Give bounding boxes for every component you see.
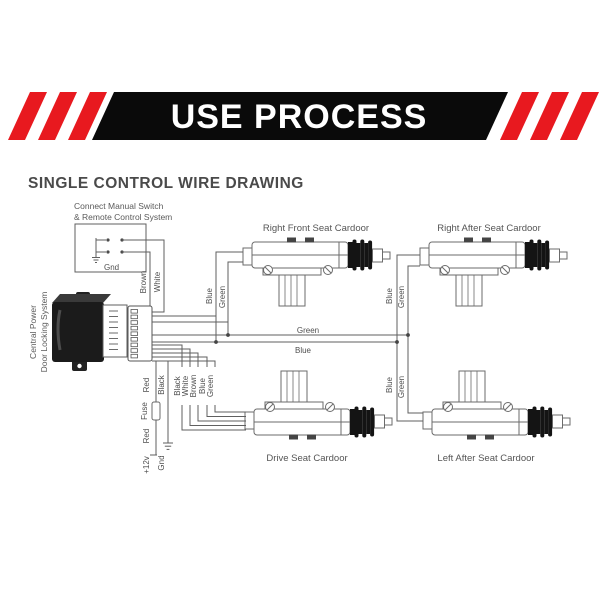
wire-blue-bus-label: Blue xyxy=(295,346,312,355)
actuator-right-front-label: Right Front Seat Cardoor xyxy=(263,223,369,234)
central-unit-body xyxy=(52,302,104,362)
wire-blue-drive-label: Blue xyxy=(198,377,207,394)
wire-brown-switch xyxy=(122,251,151,306)
wire-white-switch xyxy=(122,239,165,313)
switch-box: Connect Manual Switch & Remote Control S… xyxy=(74,201,172,273)
fuse-label: Fuse xyxy=(140,402,149,420)
wire-blue-left-label: Blue xyxy=(205,287,214,304)
actuator-drive-seat-label: Drive Seat Cardoor xyxy=(266,453,347,464)
wire-red-lower-label: Red xyxy=(142,429,151,444)
ground-icon xyxy=(92,257,100,263)
actuator-right-front xyxy=(242,237,391,307)
wire-blue-left-vertical xyxy=(215,251,243,342)
banner-right-stripes-icon xyxy=(500,92,599,140)
central-unit-label-line2: Door Locking System xyxy=(39,292,49,373)
central-unit-top-face xyxy=(52,294,111,303)
banner-title: USE PROCESS xyxy=(171,98,428,136)
actuator-drive-seat xyxy=(244,370,393,440)
diagram-title: SINGLE CONTROL WIRE DRAWING xyxy=(28,175,304,192)
wire-black-drive-label: Black xyxy=(173,375,182,396)
actuator-right-after-label: Right After Seat Cardoor xyxy=(437,223,541,234)
wire-black-power-label: Black xyxy=(157,374,166,395)
power-ground-wire xyxy=(163,361,173,450)
switch-box-label-line2: & Remote Control System xyxy=(74,212,172,222)
green-bus-label-bg xyxy=(293,325,325,334)
wire-green-right-upper-label: Green xyxy=(397,286,406,308)
drive-wires-label-bg xyxy=(176,367,220,405)
wire-red-upper-label: Red xyxy=(142,378,151,393)
switch-box-outline xyxy=(74,223,147,273)
wire-blue-right-upper-label: Blue xyxy=(385,287,394,304)
wire-blue-right-lower-label: Blue xyxy=(385,376,394,393)
banner: USE PROCESS xyxy=(8,92,599,140)
junction-dots xyxy=(214,333,410,344)
central-unit: Central Power Door Locking System xyxy=(28,292,153,373)
wire-white-drive-label: White xyxy=(181,375,190,396)
banner-left-stripes-icon xyxy=(8,92,107,140)
harness-connector xyxy=(127,305,153,362)
actuator-left-after xyxy=(422,370,571,440)
switch-gnd-label: Gnd xyxy=(104,263,119,272)
actuator-right-after xyxy=(419,237,568,307)
central-unit-highlight xyxy=(56,309,62,351)
wire-green-left-label: Green xyxy=(218,286,227,308)
wire-green-bus-label: Green xyxy=(297,326,319,335)
wire-blue-right-vertical xyxy=(396,254,423,422)
wire-green-left-vertical xyxy=(227,261,243,335)
plus12v-label: +12v xyxy=(142,456,151,474)
switch-box-label-line1: Connect Manual Switch xyxy=(74,201,164,211)
gnd-label: Gnd xyxy=(157,455,166,470)
wire-brown-switch-label: Brown xyxy=(139,271,148,294)
wire-brown-drive-label: Brown xyxy=(189,375,198,398)
wire-green-right-lower-label: Green xyxy=(397,376,406,398)
actuator-left-after-label: Left After Seat Cardoor xyxy=(437,453,534,464)
ground-symbol-icon xyxy=(163,442,173,450)
wire-white-switch-label: White xyxy=(153,271,162,292)
power-red-wire xyxy=(150,361,161,456)
wire-green-right-vertical xyxy=(407,265,423,414)
switch-symbol-icon xyxy=(92,238,124,263)
wire-green-drive-label: Green xyxy=(206,375,215,397)
central-unit-socket xyxy=(102,304,128,358)
banner-bar xyxy=(92,92,508,140)
central-unit-label-line1: Central Power xyxy=(28,305,38,359)
fuse xyxy=(151,401,161,421)
